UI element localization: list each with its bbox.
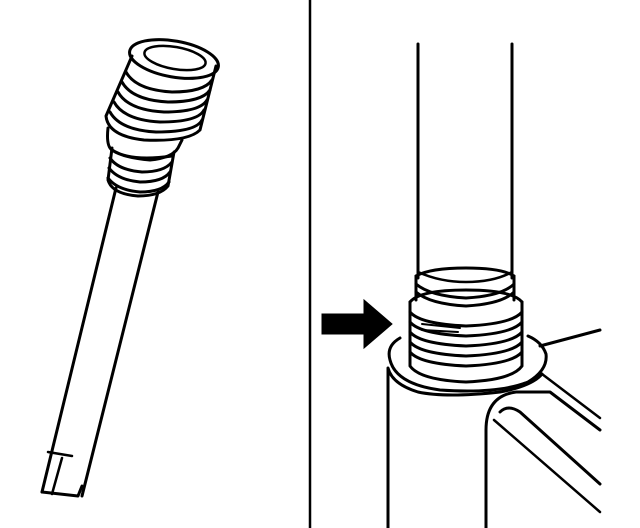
- threaded-sleeve: [408, 288, 524, 384]
- tool-shaft: [40, 186, 160, 498]
- tube-threads: [414, 266, 516, 308]
- tool-head-opening: [128, 38, 220, 80]
- tool-threaded-collar: [106, 146, 176, 198]
- tool-threaded-head: [104, 54, 218, 162]
- base-housing: [386, 328, 602, 528]
- pointer-arrow: [321, 298, 393, 350]
- tool-panel: [40, 38, 220, 498]
- assembly-panel: [386, 42, 602, 528]
- vertical-tube: [416, 42, 514, 284]
